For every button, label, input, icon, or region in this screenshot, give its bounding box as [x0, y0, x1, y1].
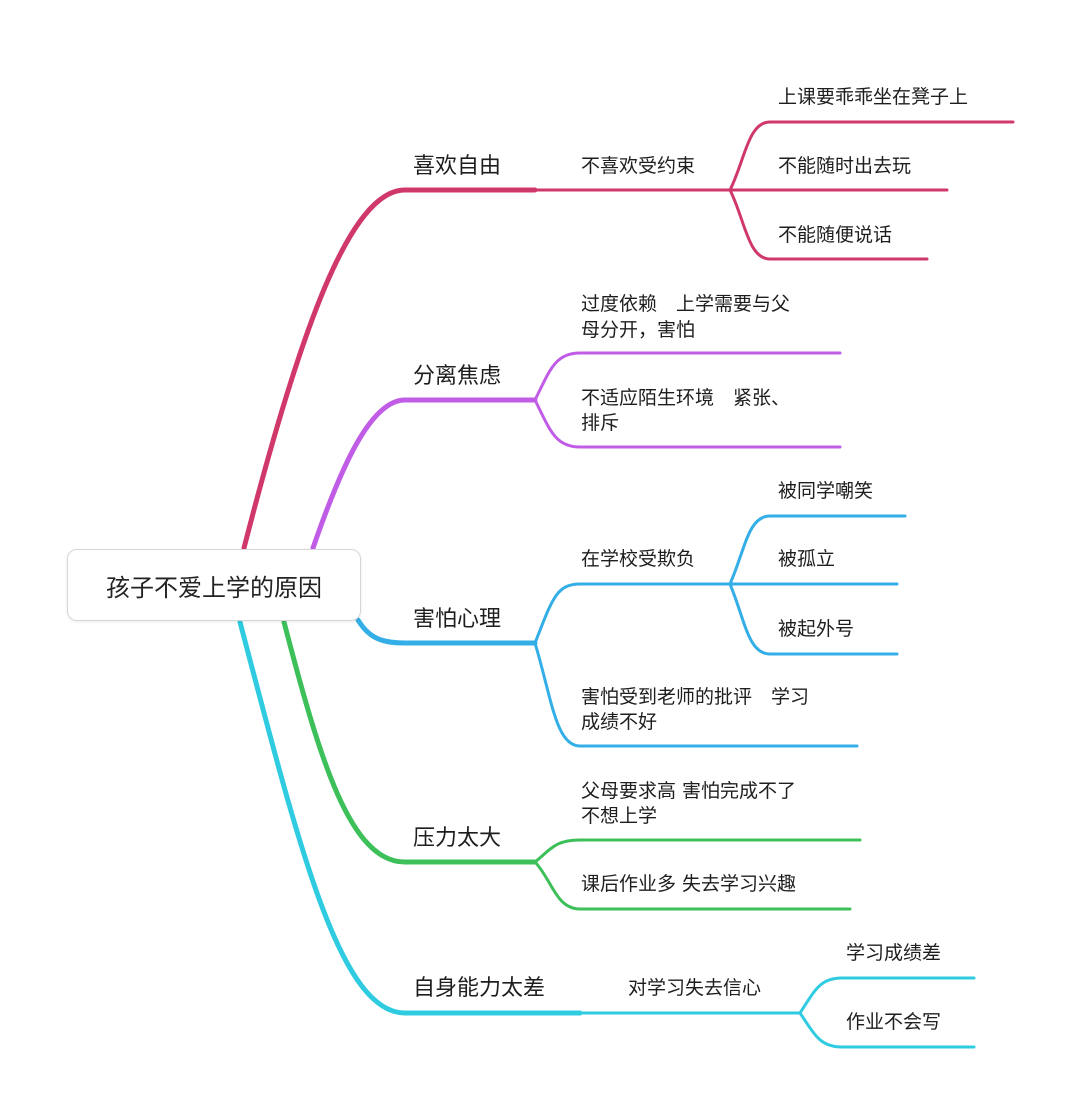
connector-branch4-sub2	[533, 860, 852, 911]
subnode-unfamiliar-environment-line1[interactable]: 不适应陌生环境 紧张、	[581, 387, 791, 409]
connector-branch4-sub1	[533, 838, 862, 864]
root-node[interactable]: 孩子不爱上学的原因	[67, 549, 361, 621]
subnode-bullied-at-school[interactable]: 在学校受欺负	[581, 548, 696, 570]
subnode-too-much-homework[interactable]: 课后作业多 失去学习兴趣	[581, 873, 797, 895]
connector-sub3-leaf3	[728, 582, 899, 656]
connector-sub1-leaf1	[728, 120, 1015, 192]
connector-root-branch1	[241, 187, 538, 551]
connector-sub1-leaf3	[728, 188, 929, 261]
leaf-isolated[interactable]: 被孤立	[778, 548, 836, 570]
leaf-cannot-go-out-to-play[interactable]: 不能随时出去玩	[778, 155, 912, 177]
connector-sub5-leaf2	[798, 1011, 976, 1049]
subnode-fear-of-criticism-line1[interactable]: 害怕受到老师的批评 学习	[581, 686, 810, 708]
subnode-high-parent-demands-line1[interactable]: 父母要求高 害怕完成不了	[581, 780, 797, 802]
subnode-unfamiliar-environment-line2[interactable]: 排斥	[581, 412, 620, 434]
connector-root-branch2	[310, 397, 538, 551]
subnode-fear-of-criticism-line2[interactable]: 成绩不好	[581, 711, 658, 733]
leaf-laughed-at[interactable]: 被同学嘲笑	[778, 480, 874, 502]
subnode-dislike-constraints[interactable]: 不喜欢受约束	[581, 155, 696, 177]
connector-sub3-leaf1	[728, 514, 907, 586]
branch-node-low-ability[interactable]: 自身能力太差	[413, 976, 546, 1001]
connector-root-branch5	[237, 619, 583, 1016]
leaf-cannot-talk-freely[interactable]: 不能随便说话	[778, 224, 893, 246]
leaf-sit-still-in-class[interactable]: 上课要乖乖坐在凳子上	[778, 86, 969, 108]
branch-node-like-freedom[interactable]: 喜欢自由	[413, 154, 502, 179]
leaf-poor-grades[interactable]: 学习成绩差	[846, 942, 942, 964]
connector-root-branch3	[355, 617, 538, 646]
subnode-high-parent-demands-line2[interactable]: 不想上学	[581, 805, 658, 827]
connector-branch2-sub1	[533, 351, 842, 402]
connector-root-branch4	[281, 619, 538, 865]
root-node-label: 孩子不爱上学的原因	[106, 573, 322, 602]
leaf-nicknamed[interactable]: 被起外号	[778, 618, 855, 640]
subnode-over-dependence-line1[interactable]: 过度依赖 上学需要与父	[581, 293, 791, 315]
leaf-cannot-do-homework[interactable]: 作业不会写	[846, 1011, 942, 1033]
connector-branch3-sub1	[533, 582, 732, 645]
subnode-over-dependence-line2[interactable]: 母分开，害怕	[581, 319, 696, 341]
branch-node-fear[interactable]: 害怕心理	[413, 607, 502, 632]
connector-branch2-sub2	[533, 398, 842, 449]
branch-node-separation-anxiety[interactable]: 分离焦虑	[413, 364, 502, 389]
connector-sub5-leaf1	[798, 976, 976, 1015]
branch-node-too-much-pressure[interactable]: 压力太大	[413, 826, 502, 851]
connector-branch3-sub2	[533, 641, 859, 748]
subnode-lost-confidence[interactable]: 对学习失去信心	[628, 977, 762, 999]
